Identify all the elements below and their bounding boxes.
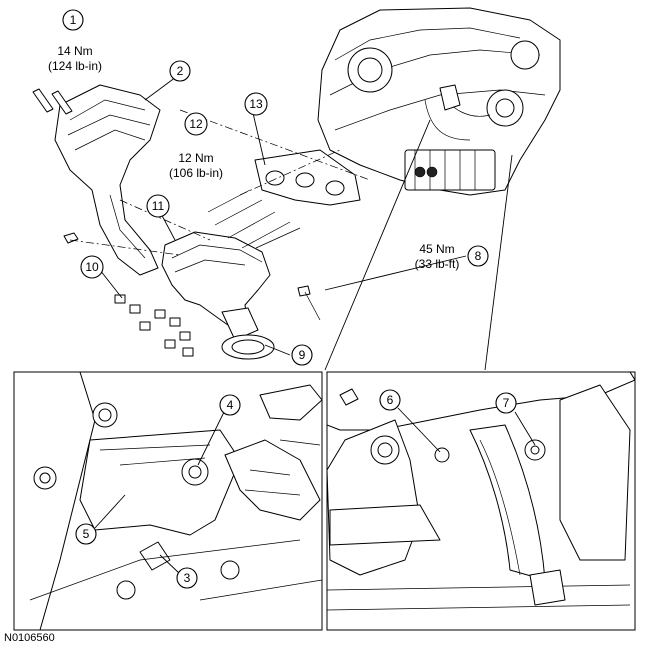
manifold-gasket <box>254 149 361 206</box>
callout-11: 11 <box>146 194 170 218</box>
svg-text:13: 13 <box>249 97 263 111</box>
svg-text:1: 1 <box>70 13 77 27</box>
manifold-nuts <box>114 294 194 357</box>
callout-2: 2 <box>169 60 191 82</box>
torque-spec-12: 12 Nm (106 lb-in) <box>169 151 223 180</box>
detail-panel-left <box>13 371 323 631</box>
callout-8: 8 <box>467 245 489 267</box>
callout-13: 13 <box>244 92 268 116</box>
detail-leader-lines <box>94 407 536 575</box>
detail-panel-right <box>326 371 636 631</box>
exhaust-manifold <box>161 231 271 341</box>
svg-text:8: 8 <box>475 249 482 263</box>
svg-text:11: 11 <box>152 199 165 213</box>
svg-text:2: 2 <box>177 64 184 78</box>
callout-12: 12 <box>184 112 208 136</box>
torque-spec-8: 45 Nm (33 lb-ft) <box>415 242 460 271</box>
svg-text:14 Nm: 14 Nm <box>57 44 92 58</box>
svg-text:5: 5 <box>83 527 90 541</box>
callout-3: 3 <box>176 567 198 589</box>
leader-lines <box>99 76 513 371</box>
callout-5: 5 <box>75 523 97 545</box>
svg-text:7: 7 <box>503 396 510 410</box>
figure-id: N0106560 <box>4 632 55 644</box>
alignment-lines <box>69 109 371 256</box>
engine-illustration <box>317 7 561 196</box>
callout-9: 9 <box>291 344 313 366</box>
svg-text:(33 lb-ft): (33 lb-ft) <box>415 257 460 271</box>
svg-text:6: 6 <box>387 393 394 407</box>
svg-text:12 Nm: 12 Nm <box>178 151 213 165</box>
svg-text:(124 lb-in): (124 lb-in) <box>48 59 102 73</box>
bracket-bolt <box>297 285 321 321</box>
callout-7: 7 <box>495 392 517 414</box>
callout-10: 10 <box>80 255 104 279</box>
svg-text:10: 10 <box>85 260 99 274</box>
callout-6: 6 <box>379 389 401 411</box>
svg-text:9: 9 <box>299 348 306 362</box>
svg-text:(106 lb-in): (106 lb-in) <box>169 166 223 180</box>
svg-text:4: 4 <box>227 398 234 412</box>
callout-1: 1 <box>62 9 84 31</box>
heat-shield-bolts <box>32 88 79 244</box>
svg-text:45 Nm: 45 Nm <box>419 242 454 256</box>
manifold-studs <box>207 189 301 249</box>
torque-spec-1: 14 Nm (124 lb-in) <box>48 44 102 73</box>
svg-text:12: 12 <box>189 117 203 131</box>
heat-shield <box>54 84 161 276</box>
svg-text:3: 3 <box>184 571 191 585</box>
catalyst-gasket <box>221 334 275 360</box>
callout-4: 4 <box>219 394 241 416</box>
